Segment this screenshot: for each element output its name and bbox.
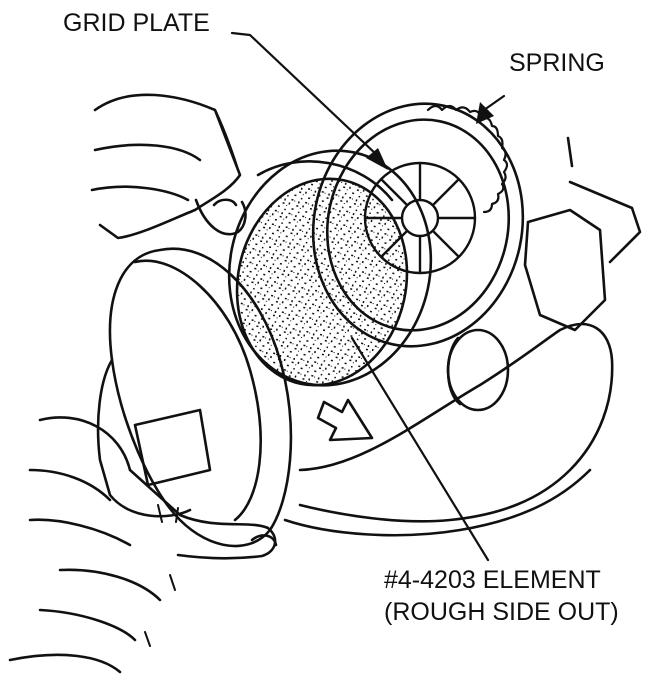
respirator-lower-edge: [283, 468, 592, 537]
cartridge-cover: [108, 247, 293, 548]
lower-thumbnail: [250, 534, 278, 547]
upper-hand: [90, 93, 247, 240]
cover-body: [96, 358, 192, 518]
lower-hand: [8, 416, 277, 674]
label-element-part-number: #4-4203 ELEMENT: [384, 566, 601, 594]
cover-window: [133, 408, 212, 487]
strap-tab-marker: [566, 136, 574, 168]
strap-tab: [568, 180, 642, 264]
direction-arrow: [316, 398, 374, 442]
valve-knob: [446, 328, 510, 412]
spring-arrowhead: [476, 102, 494, 124]
leader-lines: [230, 31, 506, 562]
cover-rim: [133, 259, 262, 522]
grid-plate-arrowhead: [366, 148, 388, 170]
label-grid-plate: GRID PLATE: [63, 9, 210, 37]
label-spring: SPRING: [509, 49, 605, 77]
finger-creases: [144, 504, 179, 647]
element-rim-band: [256, 160, 394, 202]
strap-buckle: [523, 208, 607, 332]
valve-knob-side: [446, 336, 462, 406]
label-element-orientation: (ROUGH SIDE OUT): [384, 598, 619, 626]
spring-coil: [426, 104, 509, 214]
filter-element: [235, 177, 409, 387]
upper-thumbnail: [212, 198, 238, 207]
